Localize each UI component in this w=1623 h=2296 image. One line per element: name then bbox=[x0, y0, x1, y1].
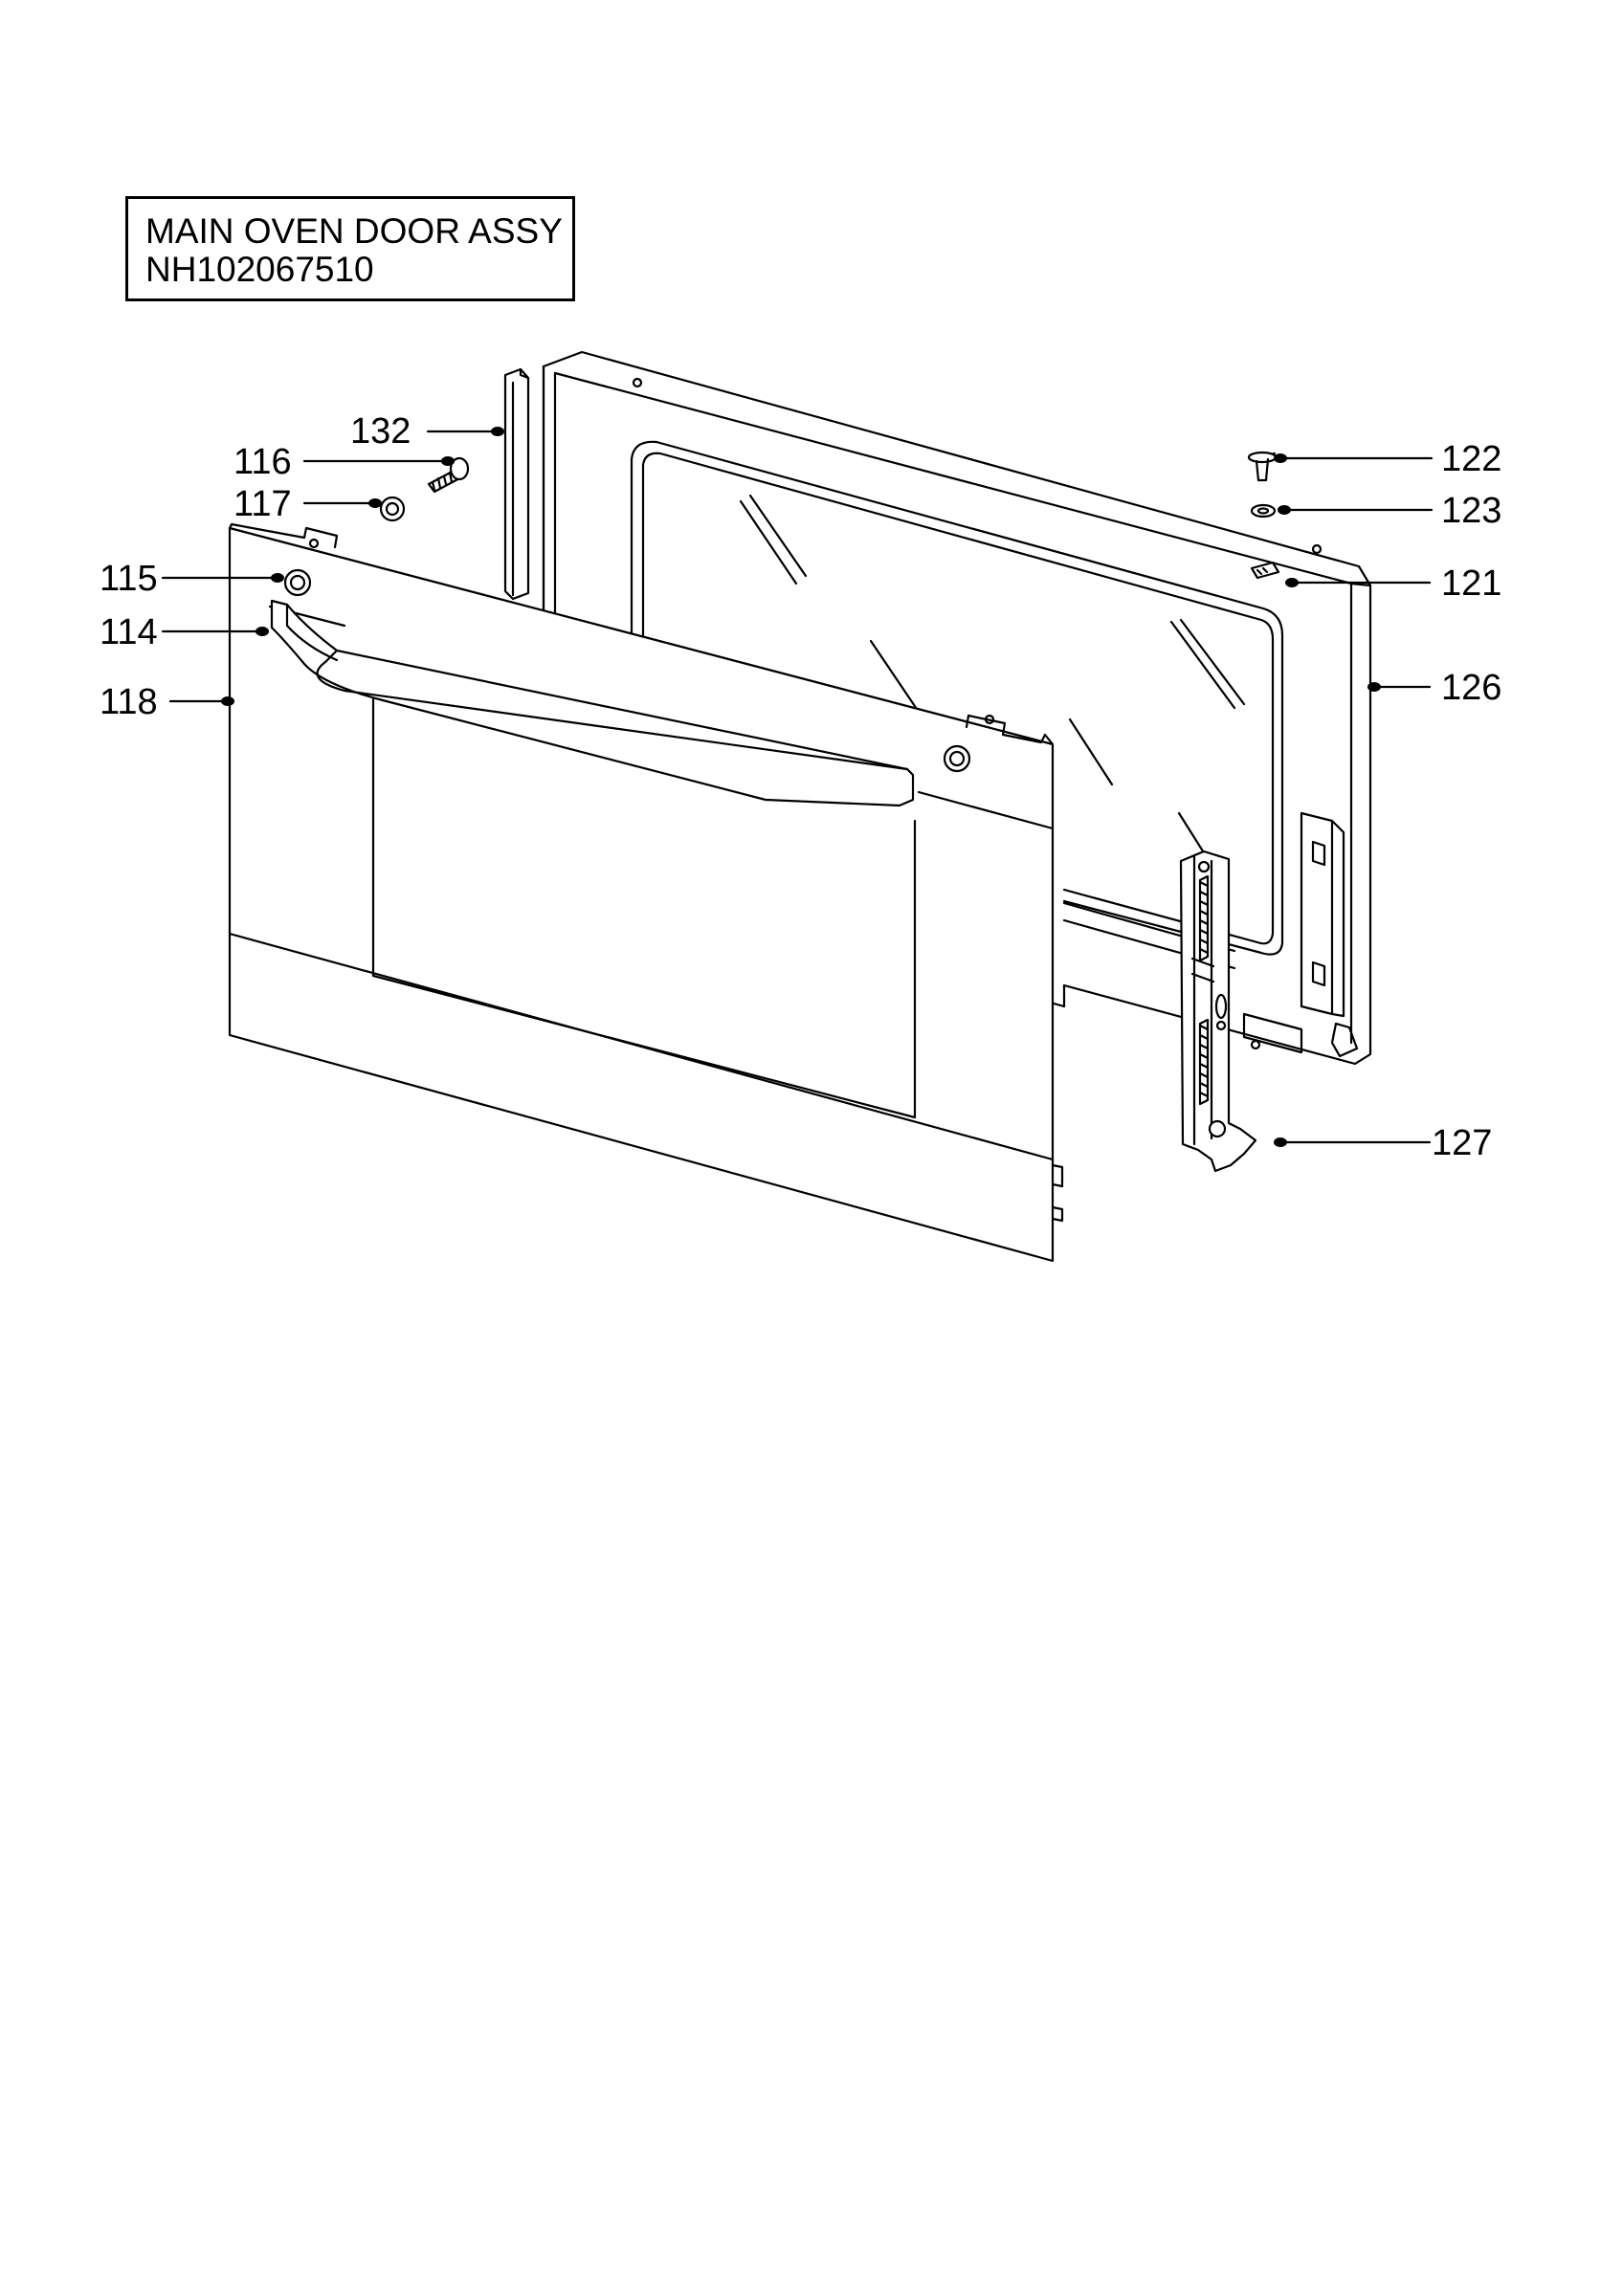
door-seal-strip bbox=[503, 367, 530, 601]
callout-121: 121 bbox=[1441, 563, 1501, 604]
washer-117 bbox=[379, 496, 406, 522]
hinge-127 bbox=[1179, 850, 1257, 1173]
door-handle bbox=[270, 599, 915, 807]
callout-122: 122 bbox=[1441, 439, 1501, 479]
callout-117: 117 bbox=[233, 484, 292, 524]
callout-123: 123 bbox=[1441, 491, 1501, 531]
leader-lines bbox=[161, 430, 1434, 1144]
callout-132: 132 bbox=[350, 411, 411, 452]
screw-116 bbox=[427, 456, 470, 494]
callout-115: 115 bbox=[100, 559, 158, 599]
callout-118: 118 bbox=[100, 682, 158, 722]
title-box: MAIN OVEN DOOR ASSY NH102067510 bbox=[125, 196, 575, 301]
title-line-2: NH102067510 bbox=[145, 250, 374, 289]
screw-122 bbox=[1247, 451, 1278, 482]
clip-121 bbox=[1250, 561, 1280, 580]
leader-dots bbox=[221, 427, 1381, 1147]
handle-end-caps bbox=[283, 568, 971, 773]
callout-116: 116 bbox=[233, 442, 292, 482]
callout-126: 126 bbox=[1441, 668, 1501, 708]
title-line-1: MAIN OVEN DOOR ASSY bbox=[145, 211, 563, 251]
callout-114: 114 bbox=[100, 612, 158, 652]
callout-127: 127 bbox=[1432, 1123, 1492, 1163]
washer-123 bbox=[1250, 503, 1277, 519]
